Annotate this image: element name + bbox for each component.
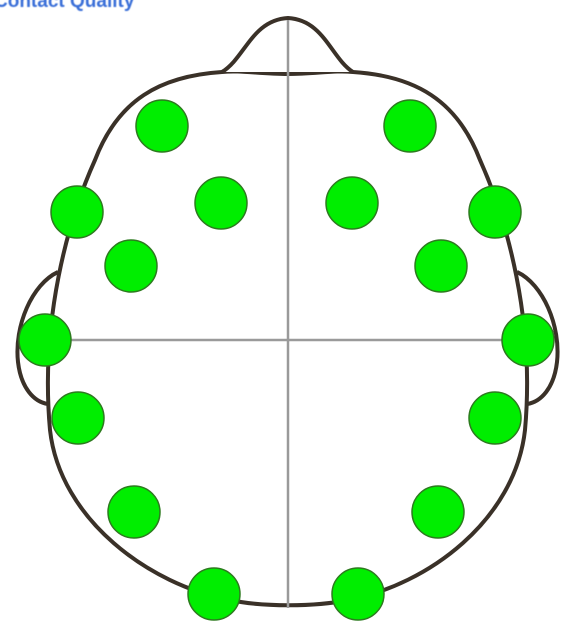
electrode-af3[interactable] xyxy=(136,100,188,152)
electrode-fc5[interactable] xyxy=(105,240,157,292)
electrode-f4[interactable] xyxy=(326,177,378,229)
electrode-o2[interactable] xyxy=(332,568,384,620)
electrode-f8[interactable] xyxy=(469,186,521,238)
electrode-drl[interactable] xyxy=(469,392,521,444)
electrode-t7[interactable] xyxy=(19,314,71,366)
electrode-t8[interactable] xyxy=(502,314,554,366)
electrode-o1[interactable] xyxy=(188,568,240,620)
electrode-p8[interactable] xyxy=(412,486,464,538)
electrode-p7[interactable] xyxy=(108,486,160,538)
electrode-cms[interactable] xyxy=(52,392,104,444)
electrode-af4[interactable] xyxy=(384,100,436,152)
electrode-f3[interactable] xyxy=(195,177,247,229)
electrode-f7[interactable] xyxy=(51,186,103,238)
electrode-fc6[interactable] xyxy=(415,240,467,292)
